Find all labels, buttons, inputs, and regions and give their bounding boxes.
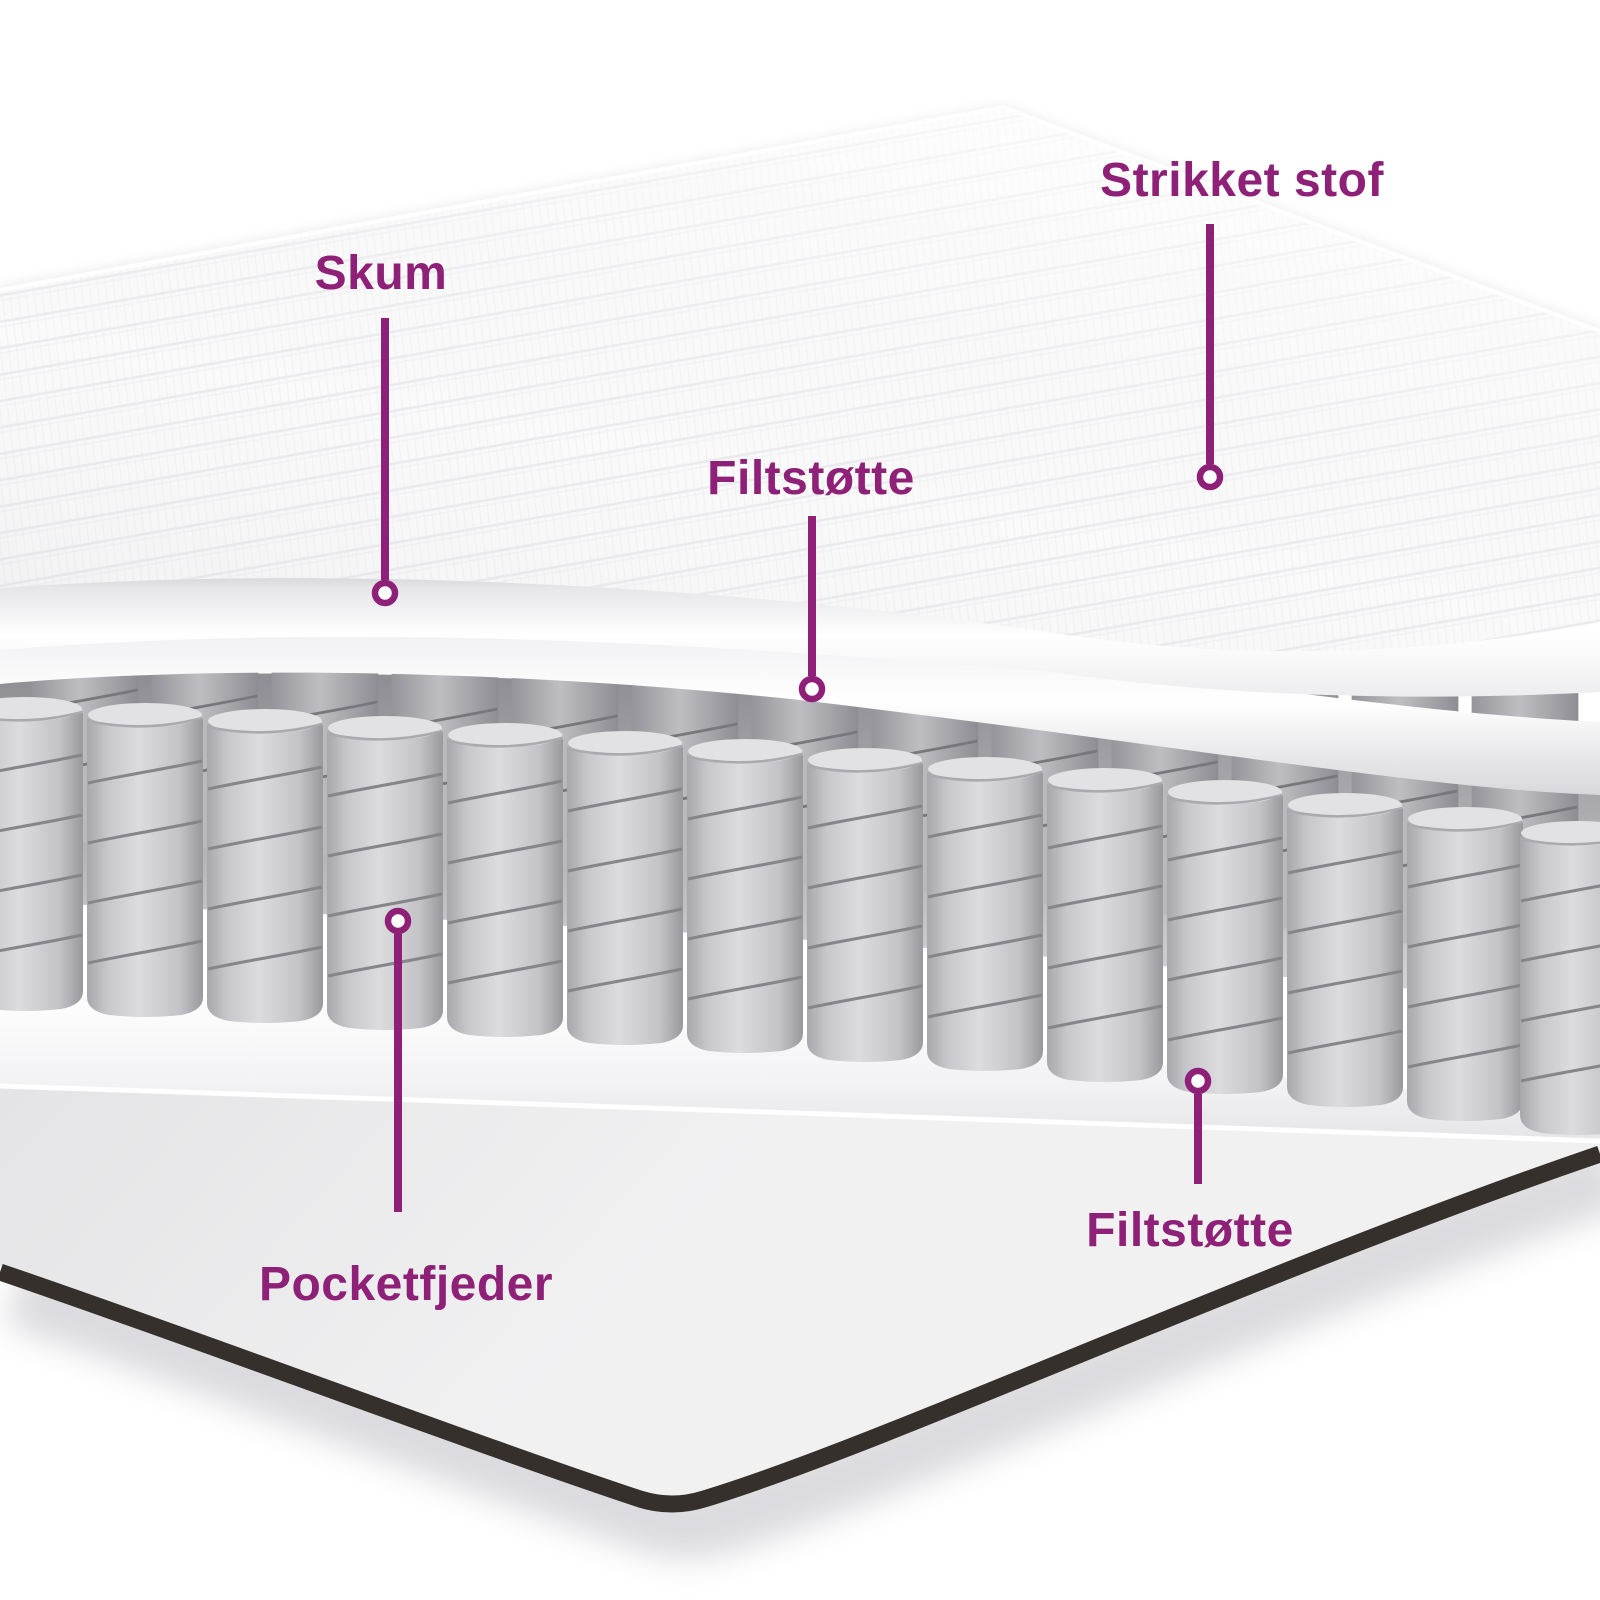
leader-dot-filtstotte-top	[798, 675, 826, 703]
fabric-layer	[0, 104, 1600, 652]
label-filtstotte-top: Filtstøtte	[707, 452, 915, 505]
label-filtstotte-bottom: Filtstøtte	[1086, 1204, 1294, 1257]
leader-dot-filtstotte-bottom	[1184, 1067, 1212, 1095]
leader-dot-skum	[371, 579, 399, 607]
callout-strikket-stof: Strikket stof	[1100, 154, 1384, 491]
label-skum: Skum	[315, 247, 448, 300]
callout-pocketfjeder: Pocketfjeder	[259, 907, 553, 1311]
label-pocketfjeder: Pocketfjeder	[259, 1258, 553, 1311]
floor-shadow	[4, 1142, 1600, 1559]
callout-filtstotte-top: Filtstøtte	[707, 452, 915, 703]
felt-layer-top	[0, 610, 1600, 795]
label-strikket-stof: Strikket stof	[1100, 154, 1384, 207]
leader-dot-pocketfjeder	[384, 907, 412, 935]
fabric-ridge-highlight	[0, 104, 1600, 333]
callout-skum: Skum	[315, 247, 448, 607]
felt-bottom-edge-highlight	[0, 1083, 1600, 1144]
callout-filtstotte-bottom: Filtstøtte	[1086, 1067, 1294, 1257]
leader-dot-strikket-stof	[1196, 463, 1224, 491]
bottom-edge-band	[0, 1145, 1600, 1513]
